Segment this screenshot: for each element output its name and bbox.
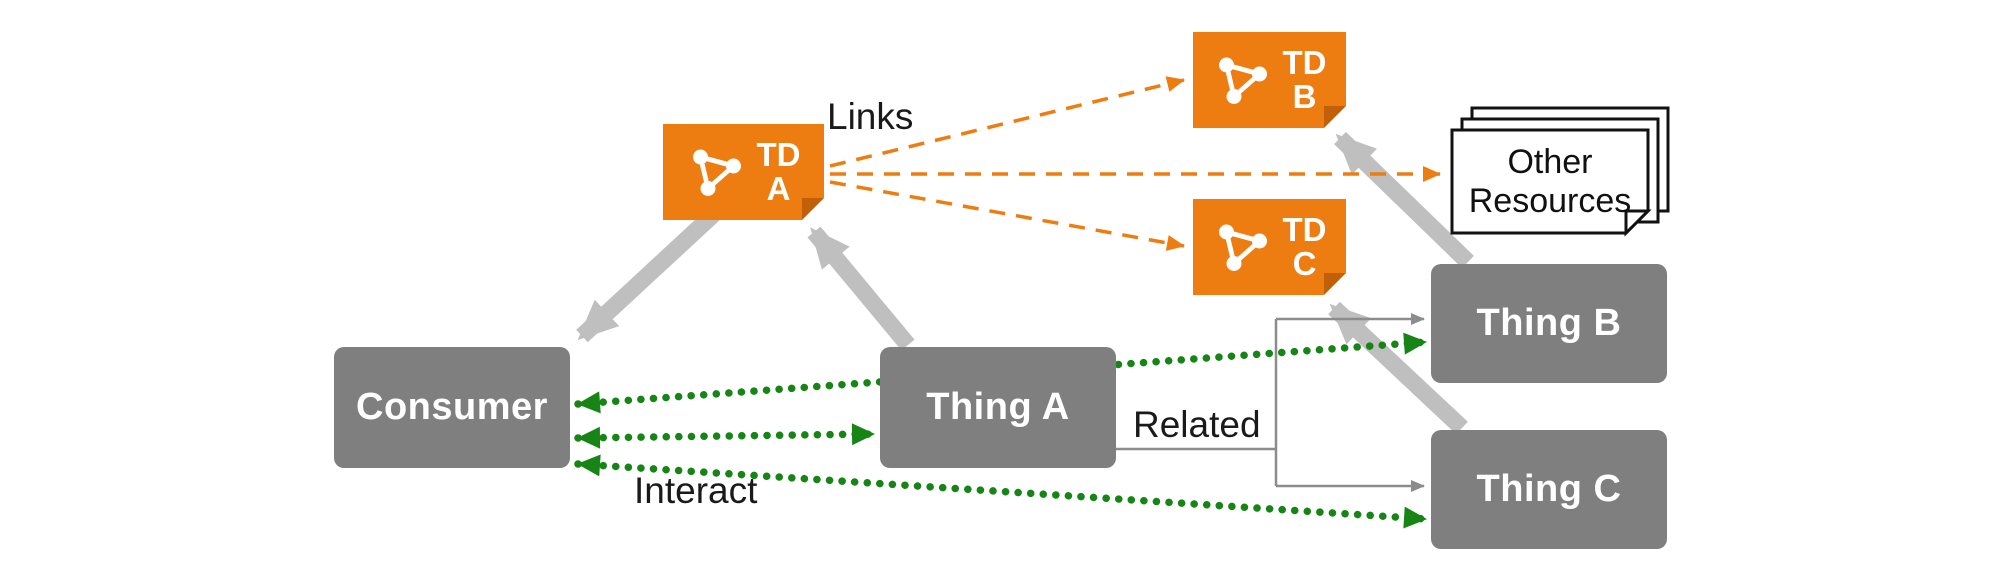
- td-graph-icon: [1213, 217, 1273, 277]
- arrow-td-a-to-consumer: [576, 205, 722, 343]
- arrow-link-td-a-to-td-c: [829, 180, 1185, 251]
- document-stack-icon: [1450, 106, 1670, 237]
- thing-c-node: Thing C: [1431, 430, 1667, 549]
- td-a-label: TD A: [757, 138, 801, 205]
- arrow-interact-consumer-thing-c: [574, 454, 1430, 529]
- td-letter: A: [766, 170, 791, 207]
- consumer-label: Consumer: [356, 386, 548, 428]
- td-b-node: TD B: [1193, 32, 1346, 128]
- consumer-node: Consumer: [334, 347, 570, 468]
- thing-c-label: Thing C: [1476, 468, 1622, 510]
- arrow-interact-consumer-thing-a: [574, 423, 878, 449]
- td-title: TD: [1282, 211, 1327, 249]
- related-label: Related: [1133, 404, 1261, 445]
- links-label: Links: [827, 96, 914, 137]
- other-resources-node: Other Resources: [1452, 130, 1648, 233]
- td-graph-icon: [1213, 50, 1273, 110]
- arrow-thing-a-to-td-a: [807, 226, 915, 351]
- thing-b-node: Thing B: [1431, 264, 1667, 383]
- other-resources-line1: Other: [1507, 143, 1593, 182]
- arrow-thing-b-to-td-b: [1334, 131, 1474, 269]
- td-graph-icon: [687, 142, 747, 202]
- thing-a-node: Thing A: [880, 347, 1116, 468]
- td-a-node: TD A: [663, 124, 824, 220]
- document-stack-fold: [1624, 209, 1652, 237]
- td-title: TD: [1282, 44, 1327, 82]
- thing-b-label: Thing B: [1476, 302, 1622, 344]
- td-b-label: TD B: [1283, 46, 1327, 113]
- td-title: TD: [756, 136, 801, 174]
- arrow-link-td-a-to-td-b: [829, 76, 1185, 168]
- td-c-label: TD C: [1283, 213, 1327, 280]
- interact-label: Interact: [634, 470, 758, 511]
- td-c-node: TD C: [1193, 199, 1346, 295]
- td-letter: B: [1292, 78, 1317, 115]
- other-resources-line2: Resources: [1468, 181, 1632, 220]
- td-letter: C: [1292, 245, 1317, 282]
- thing-a-label: Thing A: [926, 386, 1070, 428]
